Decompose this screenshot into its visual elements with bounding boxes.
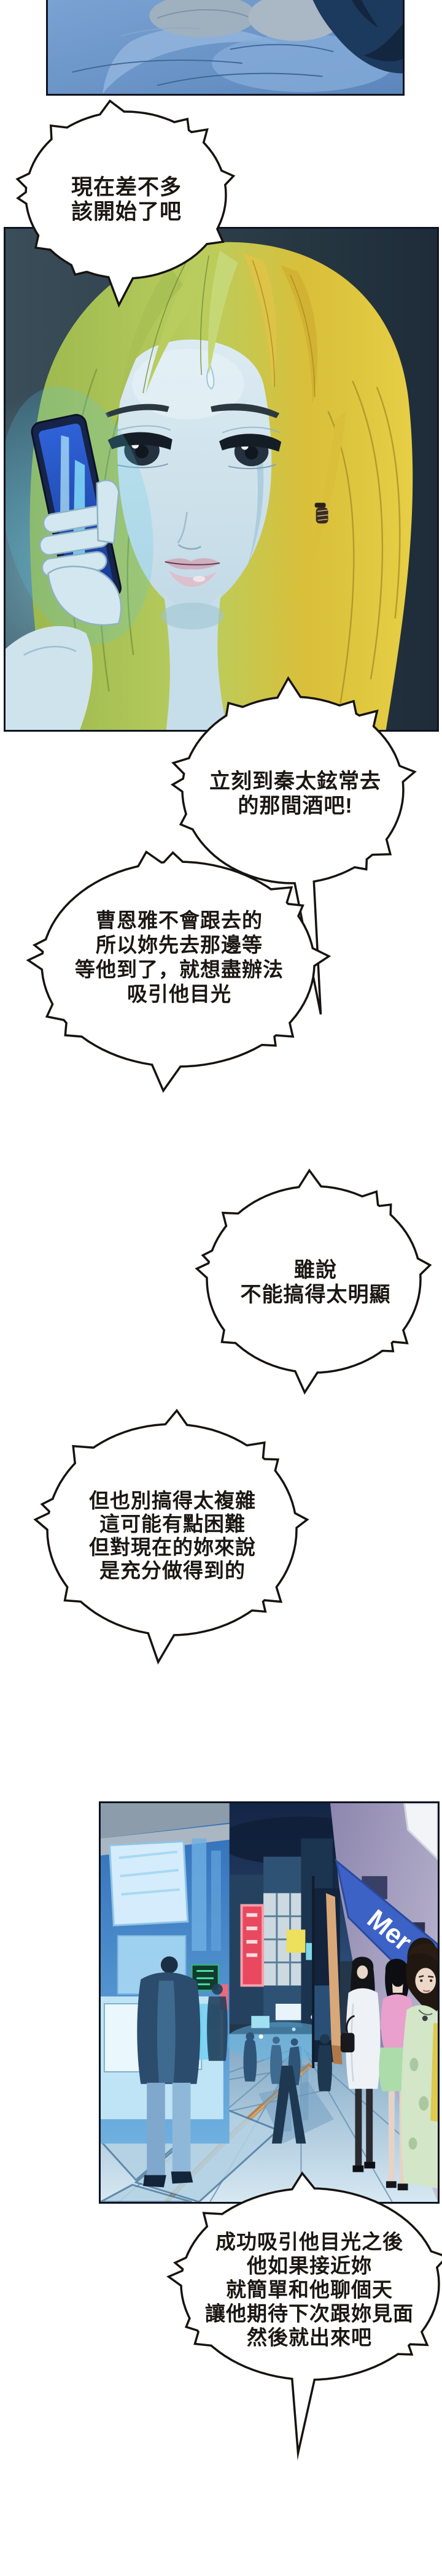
panel-bedsheet xyxy=(46,0,405,96)
bedsheet-art xyxy=(48,0,403,94)
bubble-line: 然後就出來吧 xyxy=(247,2326,372,2349)
bubble-line: 雖說 xyxy=(294,1259,337,1282)
speech-bubble-6-text: 成功吸引他目光之後 他如果接近妳 就簡單和他聊個天 讓他期待下次跟妳見面 然後就… xyxy=(205,2230,414,2350)
bubble-line: 成功吸引他目光之後 xyxy=(215,2230,403,2253)
bubble-line: 但也別搞得太複雜 xyxy=(89,1489,256,1512)
bubble-line: 所以妳先去那邊等 xyxy=(96,933,263,956)
panel-woman-phone xyxy=(4,227,439,732)
night-street-art: Mer xyxy=(101,1803,438,2202)
left-eye xyxy=(107,425,173,469)
bubble-line: 這可能有點困難 xyxy=(99,1512,246,1535)
bubble-line: 曹恩雅不會跟去的 xyxy=(96,909,263,932)
bubble-line: 但對現在的妳來說 xyxy=(89,1536,256,1558)
bubble-line: 等他到了，就想盡辦法 xyxy=(75,958,284,981)
speech-bubble-2-text: 立刻到秦太鉉常去 的那間酒吧! xyxy=(209,769,381,818)
panel-night-street: Mer xyxy=(99,1801,440,2204)
easel xyxy=(271,2066,306,2144)
speech-bubble-3-text: 曹恩雅不會跟去的 所以妳先去那邊等 等他到了，就想盡辦法 吸引他目光 xyxy=(75,908,284,1006)
bubble-line: 是充分做得到的 xyxy=(99,1559,246,1582)
distant-buildings xyxy=(225,1838,341,2063)
bubble-line: 就簡單和他聊個天 xyxy=(226,2278,393,2301)
man-silhouette xyxy=(137,1956,201,2188)
hand xyxy=(39,480,122,626)
bubble-line: 該開始了吧 xyxy=(71,200,182,224)
bubble-line: 現在差不多 xyxy=(71,175,182,199)
bubble-line: 不能搞得太明顯 xyxy=(240,1283,391,1306)
bubble-line: 吸引他目光 xyxy=(127,983,231,1005)
woman-phone-art xyxy=(6,229,437,730)
speech-bubble-5-text: 但也別搞得太複雜 這可能有點困難 但對現在的妳來說 是充分做得到的 xyxy=(89,1489,256,1582)
bubble-line: 的那間酒吧! xyxy=(238,794,353,818)
speech-bubble-4-text: 雖說 不能搞得太明顯 xyxy=(241,1258,391,1307)
bubble-line: 他如果接近妳 xyxy=(247,2254,372,2277)
bubble-line: 讓他期待下次跟妳見面 xyxy=(205,2302,414,2325)
earring xyxy=(314,502,328,524)
crowd xyxy=(243,2032,332,2091)
woman-white-dress xyxy=(340,1957,381,2172)
right-eye xyxy=(219,426,282,469)
bubble-line: 立刻到秦太鉉常去 xyxy=(209,770,381,793)
woman-sage-top xyxy=(401,1938,438,2189)
speech-bubble-1-text: 現在差不多 該開始了吧 xyxy=(71,175,182,224)
